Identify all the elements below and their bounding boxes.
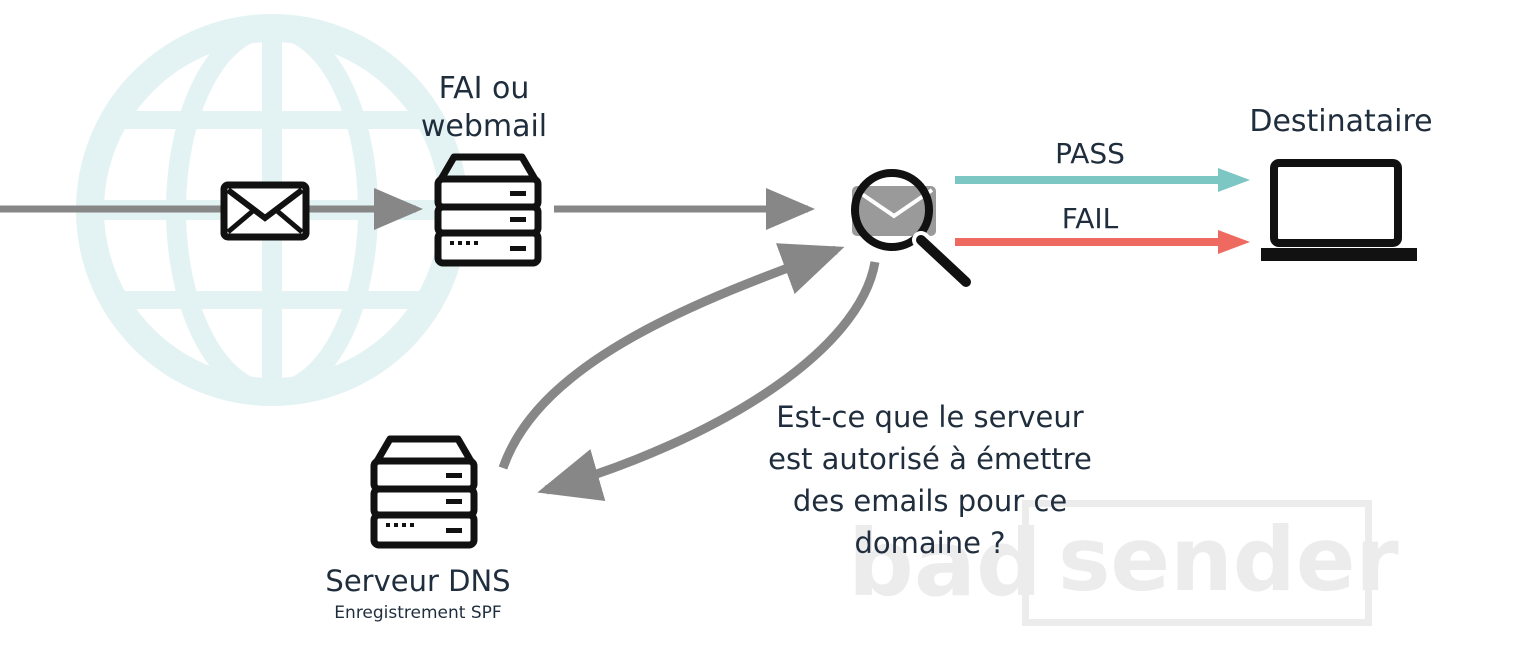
laptop-icon [1261,159,1417,261]
isp-label-line1: FAI ou [438,71,530,106]
magnifier-envelope-icon [851,169,975,291]
pass-arrow [955,168,1250,192]
recipient-label: Destinataire [1249,104,1433,139]
fail-arrow [955,230,1250,254]
dns-query-arrow [498,243,845,470]
question-line: Est-ce que le serveur [776,400,1084,434]
dns-server-label: Serveur DNS [325,564,511,598]
watermark-sender: sender [1058,508,1399,611]
server-icon [370,435,478,549]
question-line: domaine ? [854,526,1006,560]
fail-label: FAIL [1061,202,1119,235]
question-line: des emails pour ce [792,484,1068,518]
isp-label: FAI ou webmail [394,70,574,146]
server-icon [434,153,542,267]
spf-question: Est-ce que le serveur est autorisé à éme… [740,396,1120,564]
watermark-bad: bad [848,510,1042,617]
watermark-box [1022,500,1372,626]
dns-response-arrow [537,261,880,502]
pass-label: PASS [1055,137,1125,170]
spf-record-label: Enregistrement SPF [334,603,502,623]
isp-label-line2: webmail [420,109,548,144]
envelope-icon [220,181,310,241]
question-line: est autorisé à émettre [768,442,1092,476]
